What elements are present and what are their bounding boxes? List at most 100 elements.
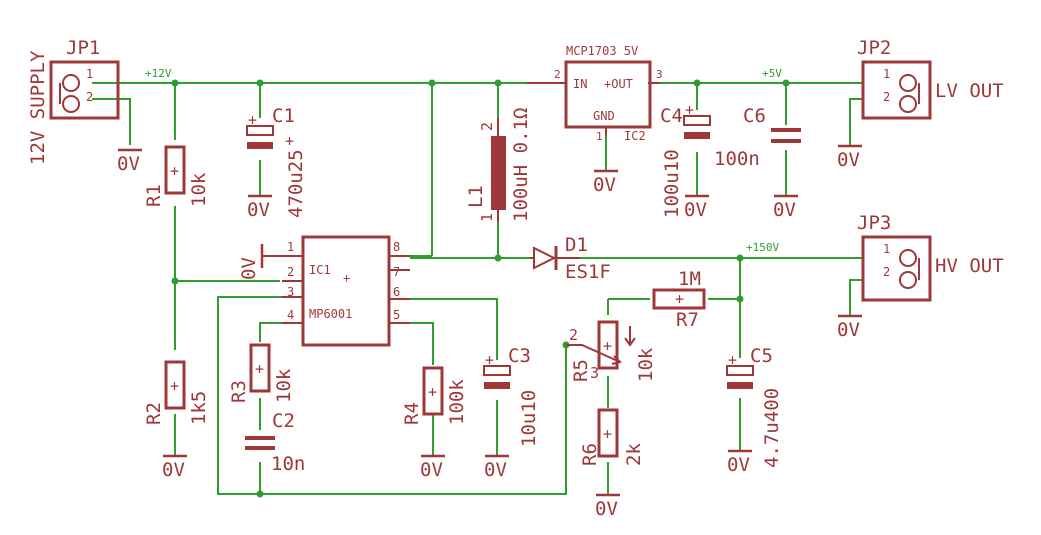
- ground-ic2: 0V: [593, 169, 618, 196]
- ic1-pin-4: 4: [287, 308, 294, 322]
- regulator-out: +OUT: [604, 77, 633, 91]
- r2-value: 1k5: [188, 391, 210, 425]
- junction: [494, 79, 502, 87]
- inductor-l1: L1 100uH 0.1Ω 2 1: [465, 108, 532, 222]
- c5-value: 4.7u400: [761, 388, 783, 468]
- r3-value: 10k: [273, 368, 295, 403]
- wires: [92, 82, 863, 495]
- gnd-label: 0V: [420, 459, 443, 481]
- net-label-150v: +150V: [746, 241, 779, 254]
- c4-ref: C4: [660, 105, 683, 127]
- c1-plus: +: [248, 111, 257, 129]
- c5-ref: C5: [750, 345, 773, 367]
- ground-c5: 0V: [727, 449, 752, 476]
- junction: [171, 277, 179, 285]
- r6-value: 2k: [623, 443, 645, 466]
- gnd-label: 0V: [684, 199, 707, 221]
- ground-r4: 0V: [420, 454, 445, 481]
- r5-ref: R5: [570, 359, 592, 382]
- l1-pin2: 2: [478, 122, 496, 131]
- c1-plus-2: +: [285, 132, 294, 150]
- regulator-in: IN: [573, 77, 587, 91]
- r4-value: 100k: [446, 379, 468, 425]
- jp2-pin1: 1: [883, 67, 890, 81]
- junction-dots: [171, 79, 790, 498]
- lv-out-label: LV OUT: [935, 80, 1004, 102]
- ic1-pin-6: 6: [393, 285, 400, 299]
- gnd-label: 0V: [484, 459, 507, 481]
- ground-jp1: 0V: [117, 148, 142, 175]
- c1-ref: C1: [272, 105, 295, 127]
- r7-plus: +: [675, 290, 684, 308]
- gnd-label: 0V: [238, 257, 260, 280]
- c3-ref: C3: [508, 345, 531, 367]
- capacitor-c5: + C5 4.7u400: [726, 345, 783, 468]
- capacitor-c2: C2 10n: [245, 410, 305, 475]
- c6-ref: C6: [743, 105, 766, 127]
- r6-ref: R6: [579, 443, 601, 466]
- c4-value: 100u10: [661, 149, 683, 218]
- resistor-r1: + R1 10k: [143, 145, 210, 207]
- d1-value: ES1F: [565, 261, 611, 283]
- l1-ref: L1: [465, 185, 487, 208]
- r3-ref: R3: [228, 380, 250, 403]
- junction: [693, 79, 701, 87]
- resistor-r6: + R6 2k: [579, 408, 645, 466]
- ground-jp2: 0V: [837, 144, 862, 171]
- capacitor-c4: + C4 100u10: [660, 101, 711, 218]
- ground-c4: 0V: [684, 194, 709, 221]
- ic1-pin-8: 8: [393, 240, 400, 254]
- ground-r2: 0V: [162, 454, 187, 481]
- gnd-label: 0V: [117, 153, 140, 175]
- regulator-part: MCP1703 5V: [566, 44, 638, 58]
- jp2-ref: JP2: [857, 37, 891, 59]
- junction: [736, 295, 744, 303]
- r5-value: 10k: [635, 347, 657, 382]
- resistor-r2: + R2 1k5: [143, 360, 210, 425]
- resistor-r4: + R4 100k: [401, 366, 468, 425]
- capacitor-c3: + C3 10u10: [483, 345, 540, 447]
- c3-value: 10u10: [518, 390, 540, 447]
- net-label-5v: +5V: [762, 67, 782, 80]
- r3-plus: +: [255, 360, 264, 378]
- ground-c6: 0V: [773, 194, 798, 221]
- gnd-label: 0V: [837, 149, 860, 171]
- resistor-r3: + R3 10k: [228, 343, 295, 403]
- ic1-pin-2: 2: [287, 265, 294, 279]
- l1-value: 100uH 0.1Ω: [510, 108, 532, 222]
- ground-ic1-pin1: 0V: [238, 244, 282, 280]
- jp1-ref: JP1: [66, 37, 100, 59]
- ic1-pin-1: 1: [287, 240, 294, 254]
- d1-ref: D1: [565, 234, 588, 256]
- c4-plus: +: [685, 101, 694, 119]
- c3-plus: +: [485, 351, 494, 369]
- supply-title: 12V SUPPLY: [27, 50, 49, 165]
- jp3-ref: JP3: [857, 212, 891, 234]
- gnd-label: 0V: [595, 498, 618, 520]
- resistor-r7: + 1M R7: [652, 268, 706, 331]
- gnd-label: 0V: [162, 459, 185, 481]
- capacitor-c1: + C1 470u25 +: [246, 105, 307, 218]
- c2-value: 10n: [271, 453, 305, 475]
- r7-value: 1M: [678, 268, 701, 290]
- ic1-part: MP6001: [309, 307, 352, 321]
- r7-ref: R7: [676, 309, 699, 331]
- junction: [256, 490, 264, 498]
- ground-r6: 0V: [595, 493, 620, 520]
- gnd-label: 0V: [247, 199, 270, 221]
- regulator-pin-in: 2: [554, 68, 561, 81]
- jp3-pin2: 2: [883, 265, 890, 279]
- regulator-ic2: MCP1703 5V IN +OUT GND 2 3 1 IC2: [527, 44, 663, 143]
- gnd-label: 0V: [727, 454, 750, 476]
- c2-ref: C2: [272, 410, 295, 432]
- regulator-pin-gnd: 1: [596, 130, 603, 143]
- jp2-pin2: 2: [883, 90, 890, 104]
- junction: [736, 254, 744, 262]
- r4-plus: +: [428, 383, 437, 401]
- jp1-pin1: 1: [86, 67, 93, 81]
- r2-ref: R2: [143, 402, 165, 425]
- connector-jp3: JP3 1 2 HV OUT: [857, 212, 1004, 302]
- capacitor-c6: C6 100n: [714, 105, 801, 170]
- regulator-gnd: GND: [593, 109, 615, 123]
